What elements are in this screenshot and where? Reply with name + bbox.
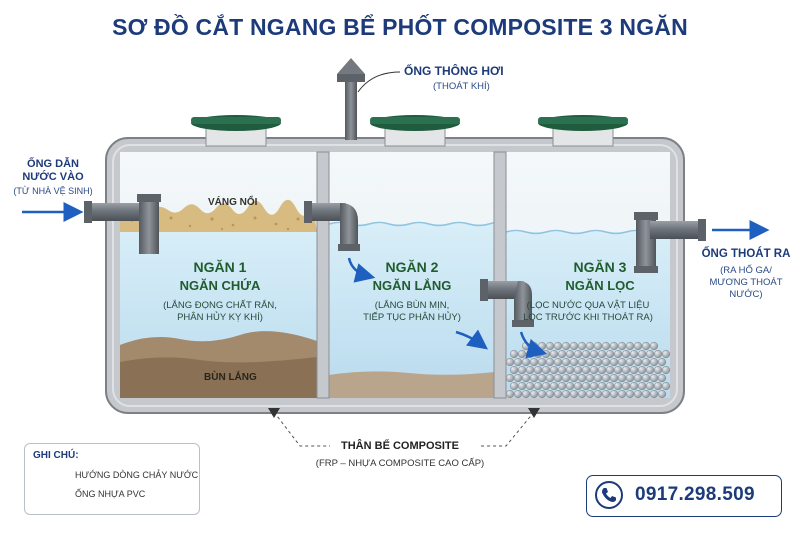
body-label: THÂN BỂ COMPOSITE xyxy=(341,440,459,452)
legend-box: GHI CHÚ: HƯỚNG DÒNG CHẢY NƯỚC ỐNG NHỰA P… xyxy=(24,443,200,515)
phone-number: 0917.298.509 xyxy=(635,484,755,505)
chamber-3-desc: (LỌC NƯỚC QUA VẬT LIỆU LỌC TRƯỚC KHI THO… xyxy=(508,300,668,324)
outlet-label: ỐNG THOÁT RA xyxy=(701,248,791,260)
sludge-label: BÙN LẮNG xyxy=(204,372,257,383)
fine-sludge-layer xyxy=(329,371,494,398)
phone-icon xyxy=(595,481,623,509)
chamber-3-title: NGĂN 3 xyxy=(573,259,627,275)
legend-title: GHI CHÚ: xyxy=(33,450,79,461)
scum-layer xyxy=(120,199,317,232)
body-sub: (FRP – NHỰA COMPOSITE CAO CẤP) xyxy=(315,458,485,469)
flow-arrow-2 xyxy=(347,257,376,283)
scum-label: VÁNG NỔI xyxy=(208,197,258,208)
chamber-2-desc-2: TIẾP TỤC PHÂN HỦY) xyxy=(363,312,461,323)
transfer-pipe-1 xyxy=(304,201,360,251)
chamber-2-desc-1: (LẮNG BÙN MỊN, xyxy=(374,300,450,311)
outlet-sub: (RA HỐ GA/ MƯƠNG THOÁT NƯỚC) xyxy=(696,265,796,301)
legend-flow-label: HƯỚNG DÒNG CHẢY NƯỚC xyxy=(75,470,199,480)
chamber-1-desc-2: PHÂN HỦY KỴ KHÍ) xyxy=(177,312,263,323)
manhole-lid-3 xyxy=(538,115,628,147)
inlet-sub: (TỪ NHÀ VỆ SINH) xyxy=(13,186,93,196)
chamber-1-title: NGĂN 1 xyxy=(193,259,247,275)
manhole-lid-2 xyxy=(370,115,460,147)
partition-1 xyxy=(316,151,330,399)
chamber-2-desc: (LẮNG BÙN MỊN, TIẾP TỤC PHÂN HỦY) xyxy=(336,300,488,324)
outlet-sub-1: (RA HỐ GA/ xyxy=(720,265,772,276)
chamber-2-name: NGĂN LẮNG xyxy=(372,278,452,293)
outlet-sub-2: MƯƠNG THOÁT NƯỚC) xyxy=(709,277,783,300)
flow-arrow-4 xyxy=(519,331,548,359)
diagram-title: SƠ ĐỒ CẮT NGANG BỂ PHỐT COMPOSITE 3 NGĂN xyxy=(112,14,688,40)
partition-2 xyxy=(493,151,507,399)
chamber-2-title: NGĂN 2 xyxy=(385,259,439,275)
chamber-3-desc-2: LỌC TRƯỚC KHI THOÁT RA) xyxy=(523,312,653,323)
outlet-pipe xyxy=(634,212,706,273)
manhole-lid-1 xyxy=(191,115,281,147)
legend-pipe-label: ỐNG NHỰA PVC xyxy=(75,489,146,499)
transfer-pipe-2 xyxy=(480,279,534,327)
vent-pipe xyxy=(337,58,365,140)
vent-sub: (THOÁT KHÍ) xyxy=(433,81,490,92)
inlet-pipe xyxy=(84,194,161,254)
chamber-1-desc-1: (LẮNG ĐỌNG CHẤT RẮN, xyxy=(163,300,277,311)
chamber-2-water xyxy=(329,224,494,398)
chamber-3-desc-1: (LỌC NƯỚC QUA VẬT LIỆU xyxy=(526,300,650,311)
chamber-3-name: NGĂN LỌC xyxy=(565,278,635,293)
chamber-1-name: NGĂN CHỨA xyxy=(179,278,261,293)
flow-arrow-3 xyxy=(455,329,489,350)
vent-label: ỐNG THÔNG HƠI xyxy=(404,64,504,78)
inlet-label: ỐNG DẪN NƯỚC VÀO xyxy=(8,158,98,184)
chamber-1-desc: (LẮNG ĐỌNG CHẤT RẮN, PHÂN HỦY KỴ KHÍ) xyxy=(140,300,300,324)
phone-contact[interactable]: 0917.298.509 xyxy=(586,475,782,517)
inlet-line-2: NƯỚC VÀO xyxy=(22,171,84,183)
inlet-line-1: ỐNG DẪN xyxy=(27,158,79,170)
